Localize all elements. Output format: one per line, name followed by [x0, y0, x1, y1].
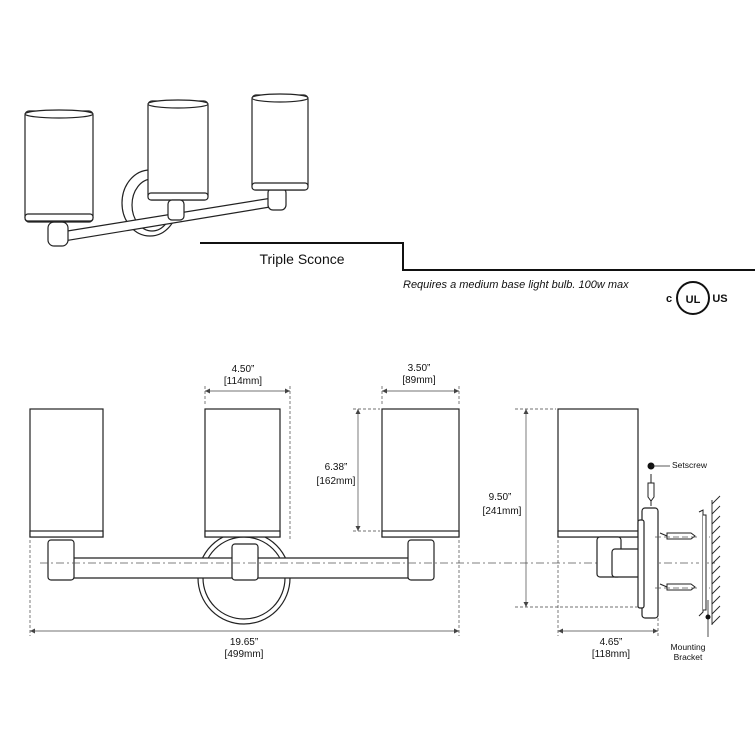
perspective-illustration: [24, 93, 309, 247]
setscrew-label: Setscrew: [672, 460, 708, 470]
bulb-requirement-note: Requires a medium base light bulb. 100w …: [403, 279, 629, 291]
shade-width-inches: 4.50”: [232, 364, 255, 375]
shade-diameter-inches: 3.50”: [408, 363, 431, 374]
overall-width-mm: [499mm]: [225, 649, 264, 660]
setscrew: [647, 462, 655, 506]
mounting-screws: [659, 532, 696, 591]
shade-diameter-mm: [89mm]: [402, 375, 436, 386]
perspective-shade-center: [147, 99, 209, 201]
front-elevation: [29, 408, 460, 625]
shade-height-mm: [162mm]: [317, 476, 356, 487]
shade-height-inches: 6.38”: [325, 462, 348, 473]
front-dimension-lines: [29, 386, 460, 636]
side-elevation: [557, 408, 659, 619]
extension-inches: 4.65”: [600, 637, 623, 648]
mounting-bracket: [698, 509, 707, 617]
side-dimension-arrows: [523, 409, 658, 634]
mounting-bracket-label-line2: Bracket: [674, 652, 703, 662]
front-shade-right: [381, 408, 460, 538]
perspective-shade-right: [251, 93, 309, 191]
side-shade: [557, 408, 639, 538]
overall-width-inches: 19.65”: [230, 637, 258, 648]
side-dimension-lines: [515, 408, 659, 636]
front-dimension-arrows: [30, 388, 459, 634]
wall-section: [711, 495, 721, 625]
ul-logo-center-text: UL: [686, 294, 701, 306]
ul-logo-right-text: US: [712, 293, 727, 305]
front-shade-left: [29, 408, 104, 538]
shade-width-mm: [114mm]: [224, 376, 262, 387]
overall-height-mm: [241mm]: [483, 506, 522, 517]
header-step-line: [200, 242, 755, 271]
product-title: Triple Sconce: [259, 251, 344, 267]
perspective-shade-left: [24, 109, 94, 223]
ul-logo-left-text: c: [666, 293, 672, 305]
front-shade-center: [204, 408, 281, 538]
overall-height-inches: 9.50”: [489, 492, 512, 503]
extension-mm: [118mm]: [592, 649, 630, 660]
ul-certification-logo: c UL US: [666, 281, 728, 315]
mounting-bracket-label-line1: Mounting: [671, 642, 706, 652]
